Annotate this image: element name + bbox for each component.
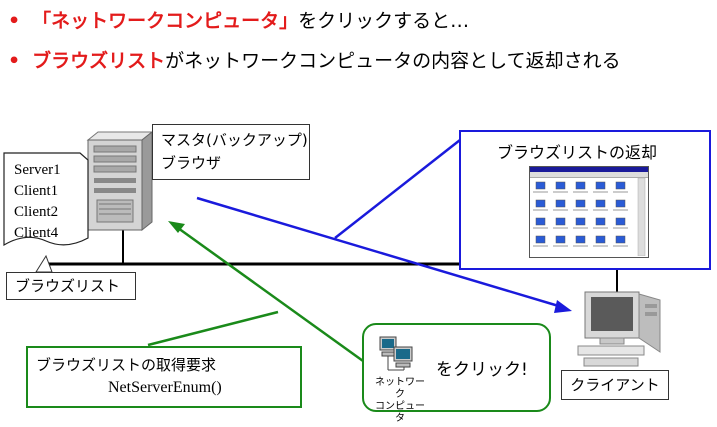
- bullet-line-2: • ブラウズリストがネットワークコンピュータの内容として返却される: [8, 46, 621, 73]
- list-item: Client2: [14, 204, 59, 220]
- click-instruction: をクリック!: [436, 360, 528, 380]
- explorer-window-thumbnail: [529, 166, 649, 258]
- list-item: Client1: [14, 183, 59, 199]
- browse-list-label: ブラウズリスト: [6, 272, 136, 300]
- bullet-line-1: • 「ネットワークコンピュータ」をクリックすると…: [8, 6, 469, 33]
- network-computer-icon: [379, 336, 413, 371]
- master-label-line-2: ブラウザ: [161, 154, 222, 172]
- browse-list-label-text: ブラウズリスト: [15, 277, 121, 295]
- browse-list-document: [3, 152, 89, 247]
- master-label-line-1: マスタ(バックアップ): [161, 131, 308, 149]
- request-box-title: ブラウズリストの取得要求: [36, 356, 217, 374]
- blue-callout-line: [334, 139, 461, 239]
- green-arrow-line: [177, 226, 371, 368]
- return-box: ブラウズリストの返却: [459, 130, 711, 270]
- client-computer-icon: [577, 291, 661, 367]
- green-arrowhead: [168, 221, 185, 233]
- master-browser-label: マスタ(バックアップ) ブラウザ: [152, 124, 310, 180]
- bullet-1-text: をクリックすると…: [298, 10, 470, 32]
- network-computer-icon-label: ネットワーク コンピュータ: [372, 377, 428, 425]
- request-box: ブラウズリストの取得要求 NetServerEnum(): [26, 346, 302, 408]
- blue-arrowhead: [554, 300, 572, 313]
- bullet-dot: •: [8, 50, 21, 72]
- click-box: ネットワーク コンピュータ をクリック!: [362, 323, 551, 424]
- icon-label-line-2: コンピュータ: [375, 401, 425, 424]
- explorer-icon-grid: [533, 178, 646, 256]
- explorer-titlebar: [530, 167, 648, 172]
- client-label-text: クライアント: [570, 376, 660, 394]
- green-arrow-tail: [147, 310, 279, 347]
- return-box-title: ブラウズリストの返却: [497, 143, 658, 162]
- icon-label-line-1: ネットワーク: [375, 377, 425, 400]
- bullet-2-text: がネットワークコンピュータの内容として返却される: [165, 50, 621, 72]
- list-item: Client4: [14, 225, 59, 241]
- bullet-2-highlight: ブラウズリスト: [32, 50, 166, 72]
- browse-list-entries: Server1 Client1 Client2 Client4: [14, 160, 61, 244]
- request-box-function: NetServerEnum(): [108, 379, 222, 396]
- list-item: Server1: [14, 162, 61, 178]
- bullet-dot: •: [8, 10, 21, 32]
- server-icon: [86, 130, 154, 232]
- explorer-toolbar: [530, 172, 648, 178]
- bullet-1-highlight: 「ネットワークコンピュータ」: [32, 10, 299, 32]
- client-label: クライアント: [561, 370, 669, 400]
- blue-arrow-line: [196, 196, 563, 309]
